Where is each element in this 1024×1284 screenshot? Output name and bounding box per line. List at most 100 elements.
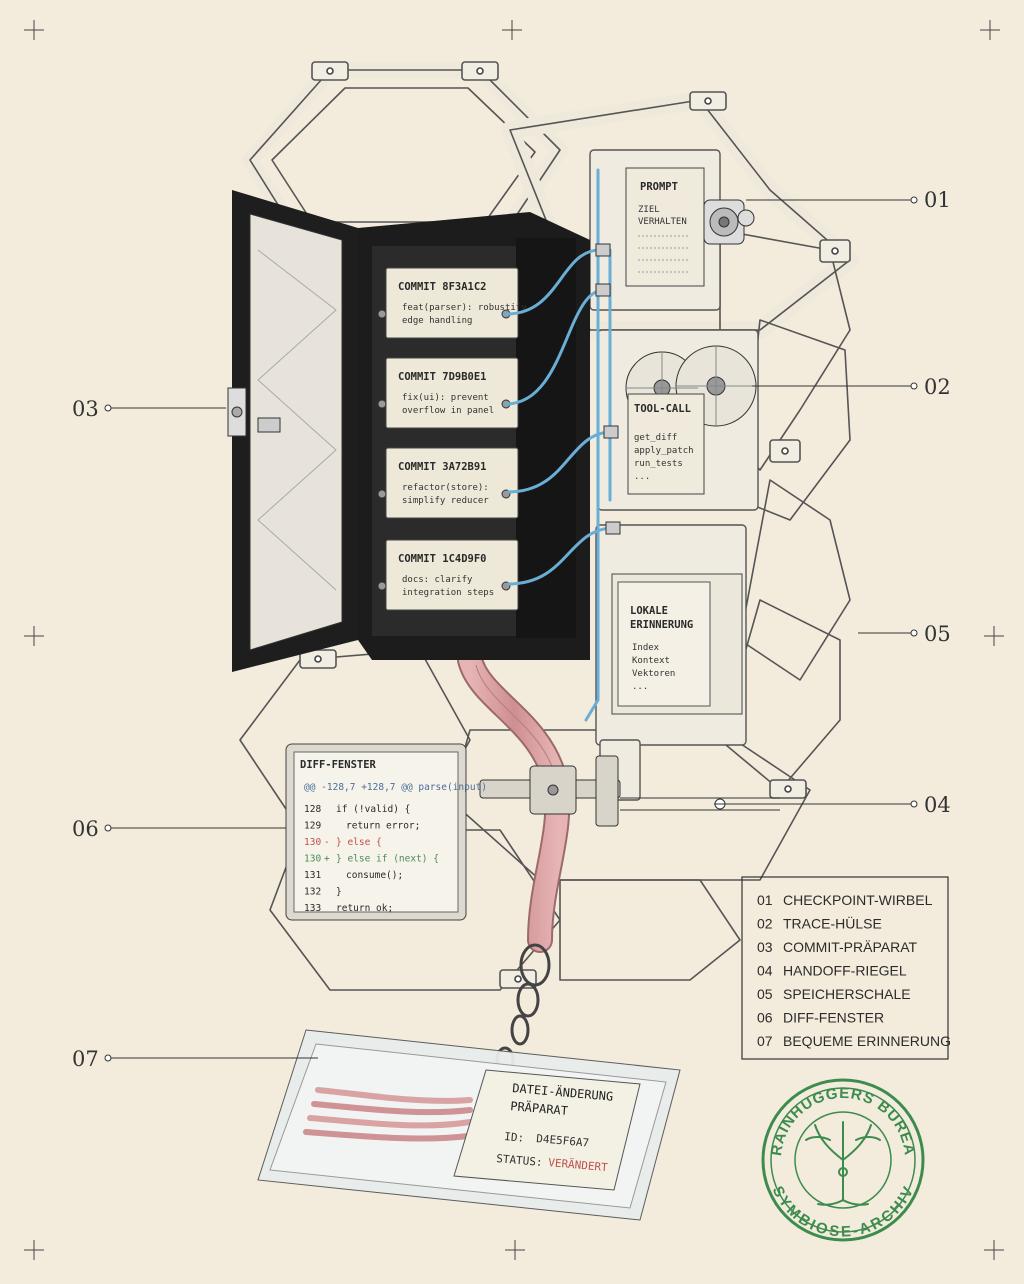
prompt-line1: ZIEL — [638, 205, 660, 215]
commit-message-line1: docs: clarify — [402, 575, 473, 585]
diff-line: 133 return ok; — [304, 903, 393, 914]
diff-window: DIFF-FENSTER @@ -128,7 +128,7 @@ parse(i… — [285, 743, 487, 921]
diff-line-code: consume(); — [346, 870, 403, 881]
legend-number: 05 — [757, 986, 773, 1002]
door-latch — [227, 387, 281, 437]
legend-label: SPEICHERSCHALE — [783, 986, 911, 1002]
callout-lines — [104, 196, 918, 1062]
callout-02: 02 — [924, 375, 951, 399]
callout-03: 03 — [72, 397, 99, 421]
specimen-status-label: STATUS: — [496, 1152, 543, 1169]
prompt-line2: VERHALTEN — [638, 217, 687, 227]
cable-connectors — [595, 243, 621, 535]
specimen-status-value: VERÄNDERT — [548, 1156, 609, 1174]
legend-label: TRACE-HÜLSE — [783, 915, 882, 932]
memory-item: Vektoren — [632, 669, 675, 679]
tree-icon — [805, 1121, 881, 1206]
commit-card: COMMIT 8F3A1C2 feat(parser): robustify edg… — [377, 267, 527, 339]
specimen-slide: DATEI-ÄNDERUNG PRÄPARAT ID: D4E5F6A7 STA… — [257, 1029, 681, 1221]
legend-number: 07 — [757, 1033, 773, 1049]
commit-hash: COMMIT 3A72B91 — [398, 461, 487, 473]
callout-07: 07 — [72, 1047, 99, 1071]
commit-message-line2: simplify reducer — [402, 496, 489, 506]
callout-01: 01 — [924, 188, 951, 212]
diff-line-number: 132 — [304, 887, 321, 898]
commit-message-line1: feat(parser): robustify — [402, 303, 527, 313]
diff-line-mark: - — [324, 837, 330, 848]
legend-label: DIFF-FENSTER — [783, 1010, 884, 1026]
legend-box: 01 CHECKPOINT-WIRBEL 02 TRACE-HÜLSE 03 COMMIT… — [741, 876, 951, 1060]
specimen-title-2: PRÄPARAT — [510, 1098, 569, 1118]
legend-label: BEQUEME ERINNERUNG — [783, 1033, 951, 1049]
memory-title-1: LOKALE — [630, 605, 668, 617]
legend-row: 01 CHECKPOINT-WIRBEL — [757, 892, 933, 908]
legend-label: CHECKPOINT-WIRBEL — [783, 892, 933, 908]
specimen-id-label: ID: — [504, 1130, 525, 1145]
diff-line: 129 return error; — [304, 821, 420, 832]
commit-message-line1: fix(ui): prevent — [402, 393, 489, 403]
commit-hash: COMMIT 8F3A1C2 — [398, 281, 487, 293]
diff-line-code: return ok; — [336, 903, 393, 914]
legend-row: 04 HANDOFF-RIEGEL — [757, 963, 907, 979]
diff-line-number: 129 — [304, 821, 321, 832]
diff-line: 130+} else if (next) { — [304, 854, 439, 865]
legend-number: 06 — [757, 1010, 773, 1026]
legend-row: 03 COMMIT-PRÄPARAT — [757, 939, 917, 955]
tool-call-item: run_tests — [634, 459, 683, 469]
legend-number: 04 — [757, 963, 773, 979]
callout-05: 05 — [924, 622, 951, 646]
memory-item: Index — [632, 643, 660, 653]
tool-call-item: apply_patch — [634, 446, 694, 456]
memory-item: Kontext — [632, 656, 670, 666]
specimen-id-value: D4E5F6A7 — [536, 1132, 590, 1150]
diff-line-code: return error; — [346, 821, 420, 832]
diff-line-number: 130 — [304, 854, 321, 865]
legend-number: 03 — [757, 939, 773, 955]
legend-row: 07 BEQUEME ERINNERUNG — [757, 1033, 951, 1049]
diff-line-number: 128 — [304, 804, 321, 815]
commit-hash: COMMIT 1C4D9F0 — [398, 553, 487, 565]
tool-call-item: get_diff — [634, 433, 677, 443]
diff-line-code: } — [336, 887, 342, 898]
handoff-latch — [479, 755, 780, 827]
commit-message-line2: edge handling — [402, 316, 472, 326]
commit-hash: COMMIT 7D9B0E1 — [398, 371, 487, 383]
registration-marks — [24, 20, 1004, 1260]
memory-item: ... — [632, 682, 648, 692]
callout-04: 04 — [924, 793, 951, 817]
legend-row: 02 TRACE-HÜLSE — [757, 915, 882, 932]
diff-line-number: 130 — [304, 837, 321, 848]
cabinet-door — [227, 190, 358, 672]
callout-06: 06 — [72, 817, 99, 841]
legend-number: 01 — [757, 892, 773, 908]
tissue-sample — [303, 1087, 473, 1142]
diff-line-mark: + — [324, 854, 330, 865]
diff-line-number: 133 — [304, 903, 321, 914]
prompt-title: PROMPT — [640, 181, 678, 193]
legend-number: 02 — [757, 916, 773, 932]
diff-line: 132} — [304, 887, 342, 898]
legend-row: 05 SPEICHERSCHALE — [757, 986, 911, 1002]
legend-label: COMMIT-PRÄPARAT — [783, 939, 917, 955]
commit-message-line2: integration steps — [402, 588, 494, 598]
tool-call-title: TOOL-CALL — [634, 403, 691, 415]
checkpoint-gear — [703, 199, 755, 245]
diff-line: 130-} else { — [304, 837, 382, 848]
legend-row: 06 DIFF-FENSTER — [757, 1010, 884, 1026]
prompt-card: PROMPT ZIEL VERHALTEN — [625, 167, 705, 287]
commit-card: COMMIT 1C4D9F0 docs: clarify integration s… — [377, 539, 519, 611]
memory-title-2: ERINNERUNG — [630, 619, 693, 631]
legend-label: HANDOFF-RIEGEL — [783, 963, 907, 979]
commit-message-line2: overflow in panel — [402, 406, 494, 416]
diff-hunk: @@ -128,7 +128,7 @@ parse(input) — [304, 782, 487, 793]
diff-line-code: } else { — [336, 837, 382, 848]
